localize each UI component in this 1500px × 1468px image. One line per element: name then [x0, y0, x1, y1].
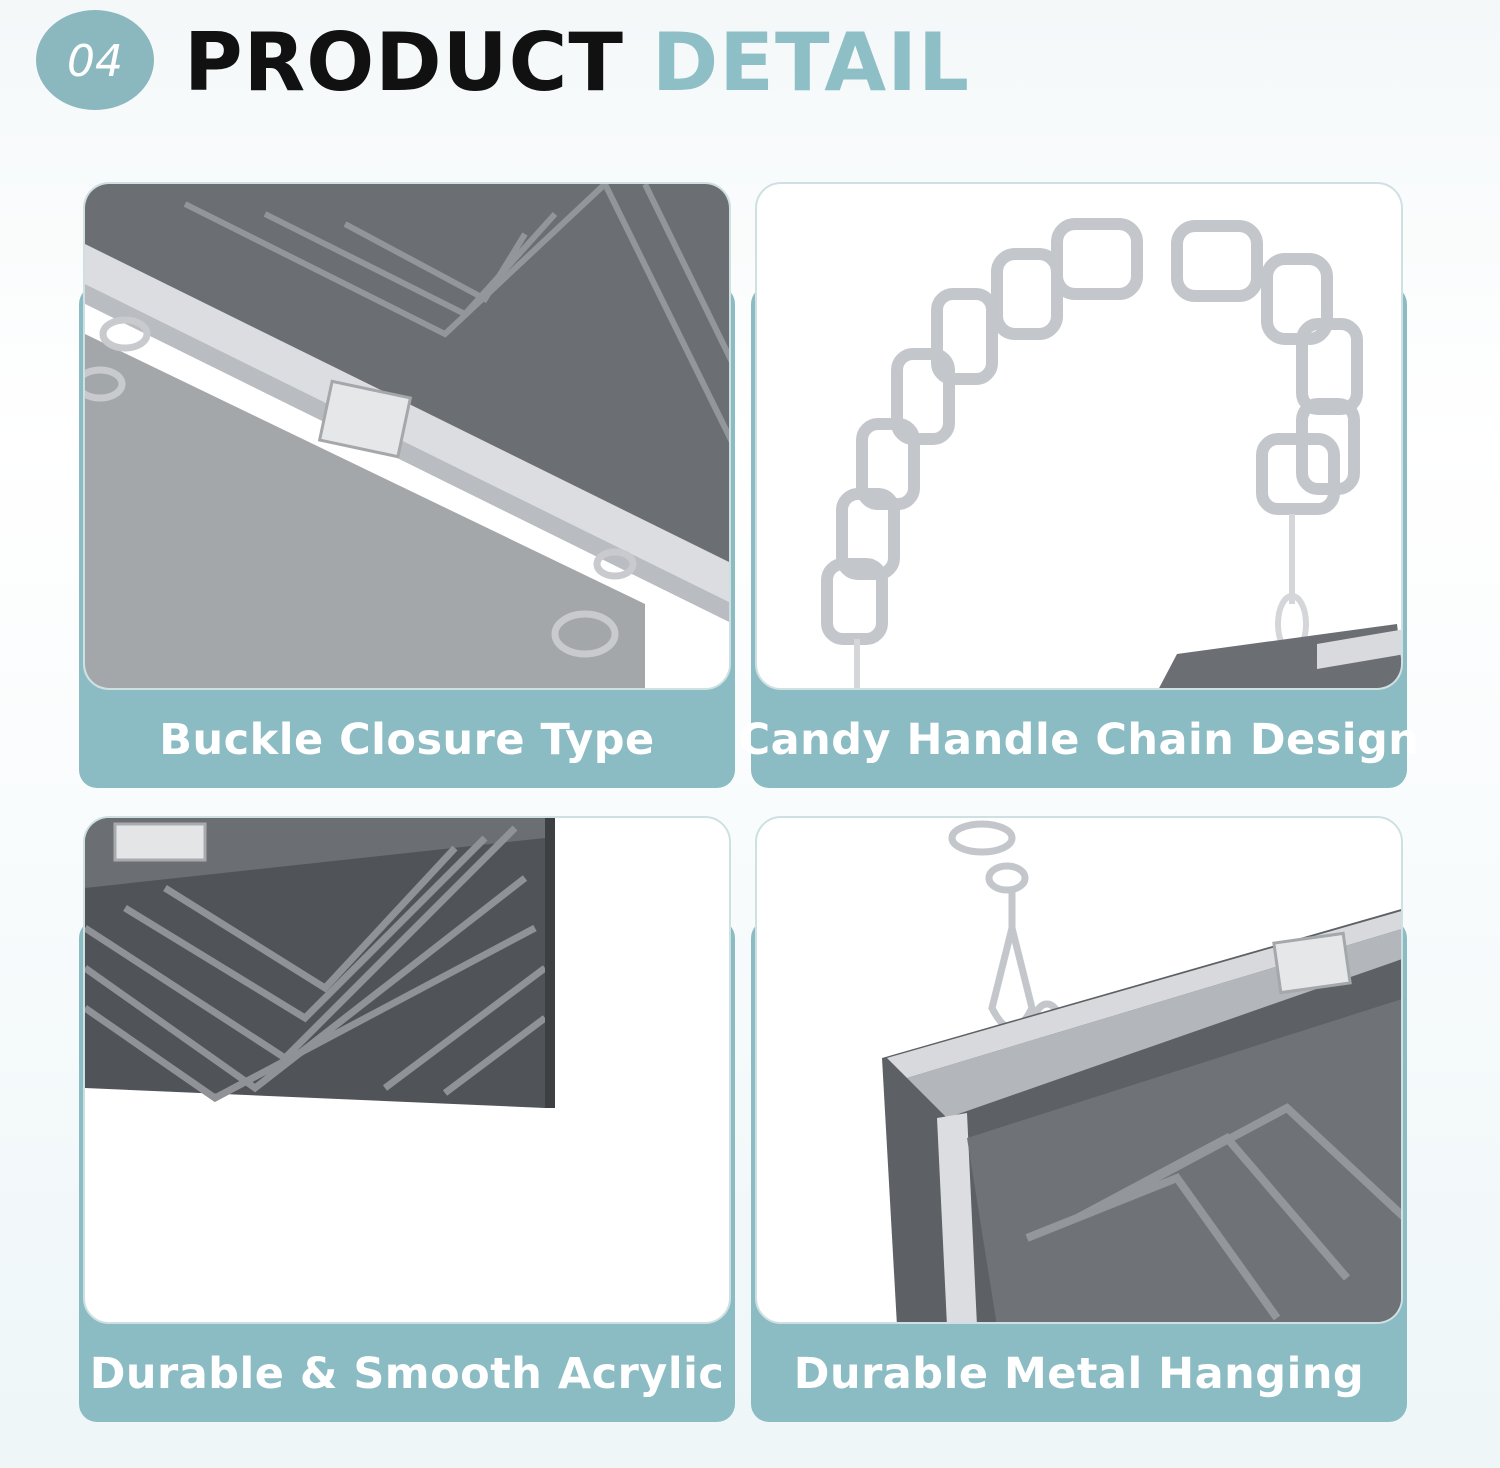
- section-header: 04 PRODUCT DETAIL: [36, 10, 1036, 120]
- caption-chain: Candy Handle Chain Design: [738, 715, 1420, 765]
- metal-hook-image: [882, 820, 1401, 1322]
- section-number-badge: 04: [36, 10, 154, 110]
- detail-card-chain: Candy Handle Chain Design: [738, 182, 1420, 788]
- detail-card-acrylic: Durable & Smooth Acrylic: [79, 816, 735, 1422]
- silver-chain-image: [821, 218, 1401, 688]
- detail-card-buckle: Buckle Closure Type: [79, 182, 735, 788]
- acrylic-box-side-image: [85, 818, 555, 1108]
- caption-buckle: Buckle Closure Type: [159, 715, 655, 765]
- detail-card-metal-hanging: Durable Metal Hanging: [751, 816, 1407, 1422]
- section-number: 04: [67, 36, 123, 87]
- caption-acrylic: Durable & Smooth Acrylic: [89, 1349, 725, 1399]
- acrylic-photo: [83, 816, 731, 1324]
- title-word-detail: DETAIL: [651, 16, 970, 109]
- caption-metal-hanging: Durable Metal Hanging: [793, 1349, 1365, 1399]
- acrylic-box-buckle-image: [85, 184, 729, 688]
- metal-hanging-photo: [755, 816, 1403, 1324]
- chain-handle-photo: [755, 182, 1403, 690]
- title-word-product: PRODUCT: [184, 16, 624, 109]
- buckle-closure-photo: [83, 182, 731, 690]
- section-title: PRODUCT DETAIL: [184, 16, 970, 109]
